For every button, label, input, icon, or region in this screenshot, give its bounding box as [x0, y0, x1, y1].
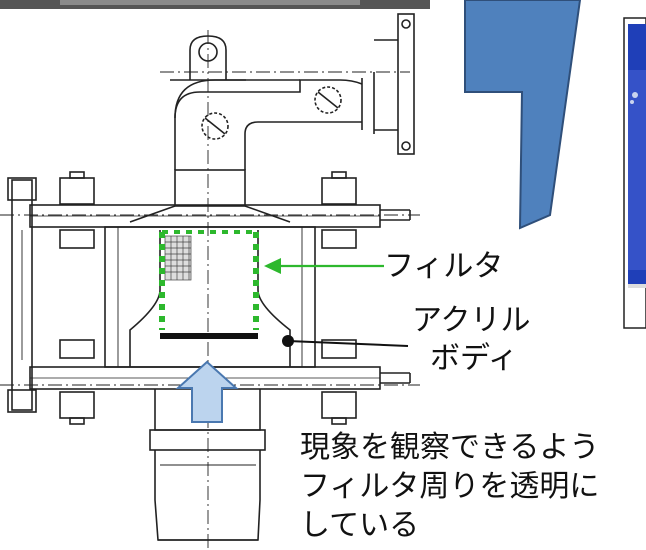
mesh-patch: [164, 235, 192, 281]
big-blue-arrow: [464, 0, 582, 230]
description-line: している: [300, 508, 420, 543]
description-line: 現象を観察できるよう: [300, 430, 600, 465]
acrylic-label-line2: ボディ: [430, 341, 518, 376]
description-line: フィルタ周りを透明に: [300, 469, 600, 504]
filter-outline: [159, 230, 259, 330]
filter-bottom-bar: [160, 333, 258, 339]
acrylic-callout: [282, 335, 409, 347]
description-text: 現象を観察できるよう フィルタ周りを透明に している: [300, 428, 599, 545]
photo-panel: [623, 17, 646, 329]
left-arrow-icon: [264, 258, 281, 274]
up-arrow-icon: [175, 360, 239, 423]
acrylic-label-line1: アクリル: [412, 303, 531, 338]
filter-callout: [264, 258, 384, 274]
filter-label: フィルタ: [384, 249, 504, 284]
